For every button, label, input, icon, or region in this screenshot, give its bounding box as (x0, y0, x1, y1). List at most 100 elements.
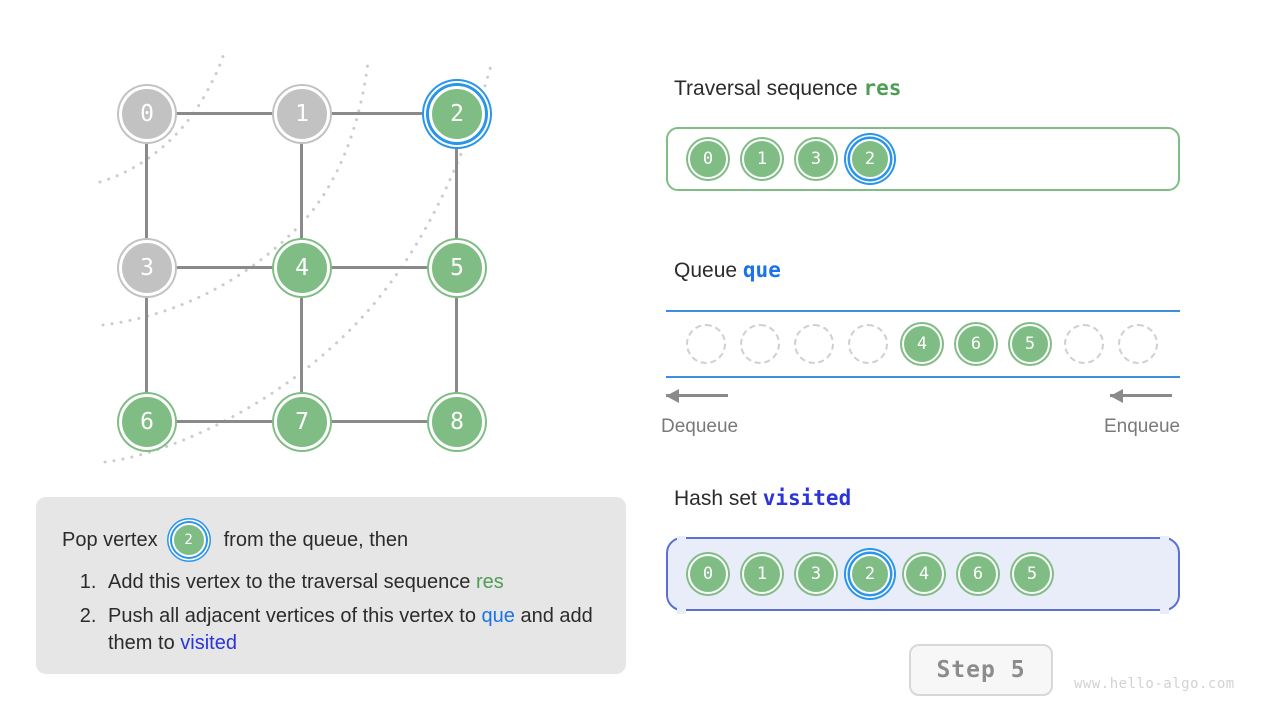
graph-edge-0-3 (145, 142, 148, 241)
res-item-2-label: 3 (810, 148, 822, 169)
visited-item-6[interactable]: 5 (1012, 554, 1052, 594)
graph-edge-1-4 (300, 142, 303, 241)
graph-node-2-label: 2 (450, 100, 464, 127)
visited-item-0[interactable]: 0 (688, 554, 728, 594)
queue-slot-2[interactable] (794, 324, 834, 364)
res-title-variable: res (863, 76, 902, 100)
description-step2-variable-visited: visited (180, 632, 237, 655)
description-step1-text: Add this vertex to the traversal sequenc… (108, 571, 471, 593)
queue-slot-7[interactable] (1064, 324, 1104, 364)
graph-edge-1-2 (330, 112, 429, 115)
graph-edge-0-1 (175, 112, 274, 115)
graph-node-1[interactable]: 1 (274, 86, 330, 142)
queue-bottom-rule (666, 376, 1180, 378)
graph-node-8-label: 8 (450, 408, 464, 435)
queue-slot-0[interactable] (686, 324, 726, 364)
queue-slot-1[interactable] (740, 324, 780, 364)
visited-item-1-label: 1 (756, 563, 768, 584)
graph-edge-7-8 (330, 420, 429, 423)
description-inline-node-label: 2 (184, 532, 193, 548)
visited-item-5[interactable]: 6 (958, 554, 998, 594)
visited-item-2[interactable]: 3 (796, 554, 836, 594)
res-container: 0 1 3 2 (666, 127, 1180, 191)
dequeue-arrow-head (666, 388, 679, 403)
visited-title-variable: visited (762, 486, 852, 510)
graph-node-4-label: 4 (295, 254, 309, 281)
res-item-0-label: 0 (702, 148, 714, 169)
description-step-1: Add this vertex to the traversal sequenc… (102, 569, 600, 597)
visited-section-title: Hash set visited (674, 486, 851, 511)
queue-top-rule (666, 310, 1180, 312)
enqueue-arrow-head (1110, 388, 1123, 403)
queue-slot-5[interactable]: 6 (956, 324, 996, 364)
watermark: www.hello-algo.com (1074, 676, 1235, 692)
res-section-title: Traversal sequence res (674, 76, 901, 101)
visited-item-4[interactable]: 4 (904, 554, 944, 594)
res-item-3[interactable]: 2 (850, 139, 890, 179)
description-step1-variable: res (475, 571, 504, 593)
graph-node-7-label: 7 (295, 408, 309, 435)
queue-title-prefix: Queue (674, 259, 738, 282)
queue-slot-8[interactable] (1118, 324, 1158, 364)
graph-node-0-label: 0 (140, 100, 154, 127)
enqueue-arrow-icon (1110, 386, 1172, 404)
graph-edge-5-8 (455, 296, 458, 395)
graph-node-3-label: 3 (140, 254, 154, 281)
graph-node-0[interactable]: 0 (119, 86, 175, 142)
graph-node-7[interactable]: 7 (274, 394, 330, 450)
graph-node-4[interactable]: 4 (274, 240, 330, 296)
graph-node-3[interactable]: 3 (119, 240, 175, 296)
visited-item-2-label: 3 (810, 563, 822, 584)
graph-edge-3-6 (145, 296, 148, 395)
res-item-2[interactable]: 3 (796, 139, 836, 179)
queue-slot-4-label: 4 (916, 333, 928, 354)
graph-node-6[interactable]: 6 (119, 394, 175, 450)
description-step2-text-a: Push all adjacent vertices of this verte… (108, 604, 476, 627)
visited-item-3-label: 2 (864, 563, 876, 584)
graph-edge-6-7 (175, 420, 274, 423)
graph-node-6-label: 6 (140, 408, 154, 435)
queue-slot-5-label: 6 (970, 333, 982, 354)
graph-edge-4-5 (330, 266, 429, 269)
graph-node-2[interactable]: 2 (429, 86, 485, 142)
res-title-prefix: Traversal sequence (674, 77, 858, 100)
res-item-1[interactable]: 1 (742, 139, 782, 179)
visited-title-prefix: Hash set (674, 487, 757, 510)
queue-title-variable: que (742, 258, 781, 282)
graph-node-5[interactable]: 5 (429, 240, 485, 296)
description-step2-text-b: and add them to (108, 604, 593, 655)
dequeue-arrow-icon (666, 386, 728, 404)
visited-set-container: 0 1 3 2 4 6 5 (666, 536, 1180, 614)
description-line1-before: Pop vertex (62, 528, 158, 551)
step-badge: Step 5 (909, 644, 1053, 696)
dequeue-arrow-line (666, 394, 728, 397)
queue-slot-6-label: 5 (1024, 333, 1036, 354)
res-item-1-label: 1 (756, 148, 768, 169)
queue-slot-4[interactable]: 4 (902, 324, 942, 364)
description-inline-node: 2 (171, 523, 206, 557)
queue-container: 4 6 5 (666, 310, 1180, 378)
graph-node-1-label: 1 (295, 100, 309, 127)
enqueue-label: Enqueue (1104, 416, 1181, 437)
visited-item-1[interactable]: 1 (742, 554, 782, 594)
description-steps-list: Add this vertex to the traversal sequenc… (62, 569, 600, 658)
res-item-3-label: 2 (864, 148, 876, 169)
description-line1-after: from the queue, then (223, 528, 409, 551)
res-item-0[interactable]: 0 (688, 139, 728, 179)
visited-item-5-label: 6 (972, 563, 984, 584)
visited-item-4-label: 4 (918, 563, 930, 584)
description-panel: Pop vertex 2 from the queue, then Add th… (36, 497, 626, 674)
dequeue-label: Dequeue (661, 416, 739, 437)
visited-item-0-label: 0 (702, 563, 714, 584)
description-line-1: Pop vertex 2 from the queue, then (62, 523, 600, 557)
graph-edge-4-7 (300, 296, 303, 395)
queue-slot-6[interactable]: 5 (1010, 324, 1050, 364)
description-step2-variable-que: que (481, 604, 515, 627)
enqueue-arrow-line (1110, 394, 1172, 397)
visited-item-3[interactable]: 2 (850, 554, 890, 594)
graph-node-8[interactable]: 8 (429, 394, 485, 450)
visited-item-6-label: 5 (1026, 563, 1038, 584)
queue-slot-3[interactable] (848, 324, 888, 364)
queue-section-title: Queue que (674, 258, 781, 283)
